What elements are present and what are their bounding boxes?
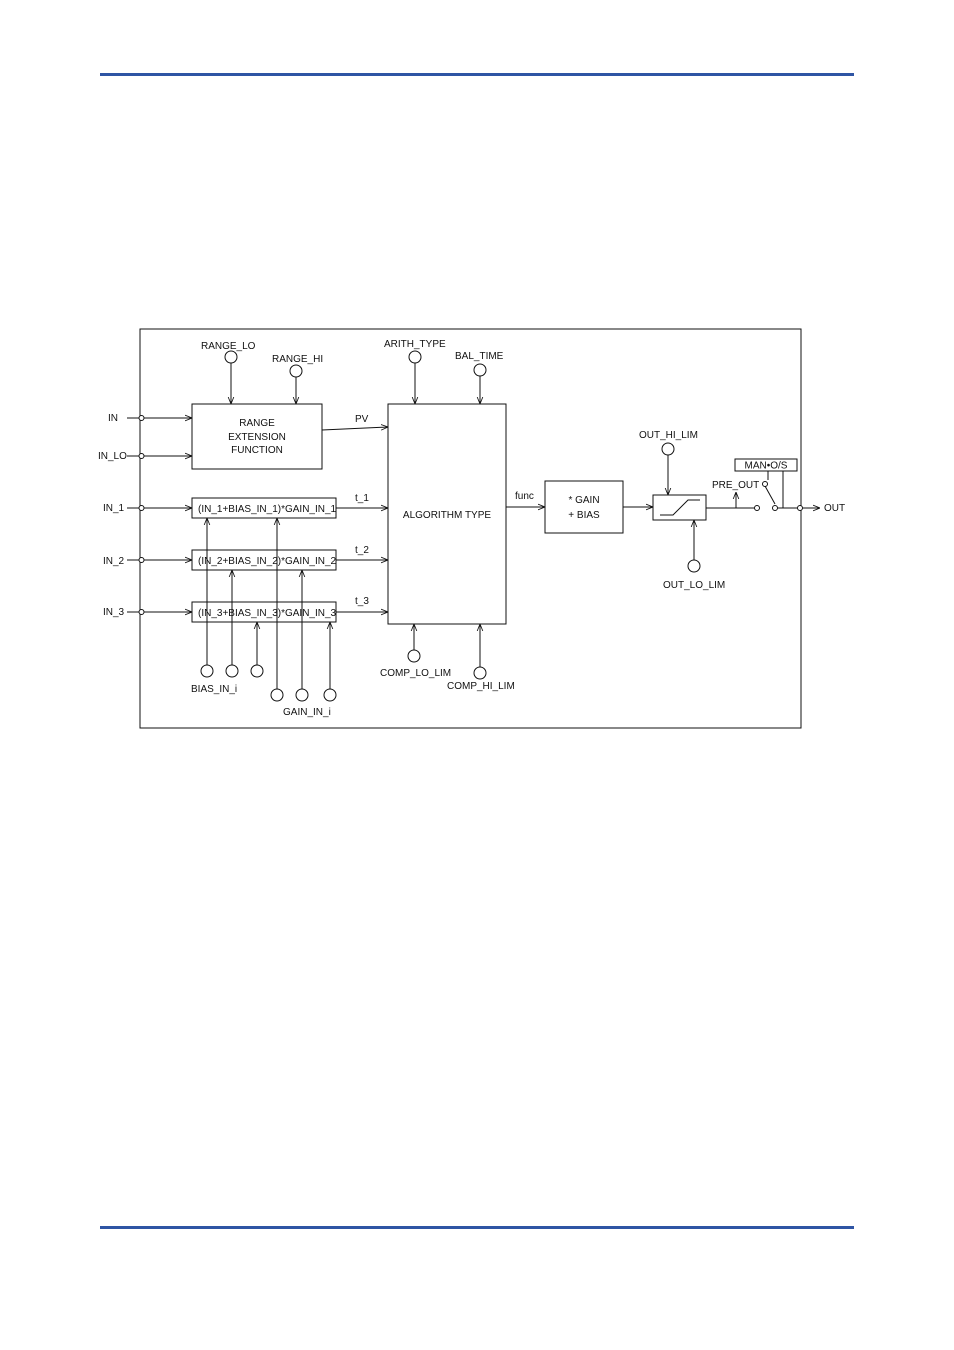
diagram-frame [139,328,802,729]
svg-text:GAIN_IN_i: GAIN_IN_i [283,707,331,718]
svg-text:OUT: OUT [824,503,845,514]
param-out-lo-lim: OUT_LO_LIM [663,520,725,591]
svg-text:PV: PV [355,414,369,425]
svg-text:RANGE: RANGE [239,418,275,429]
signal-t-2: t_2 [336,545,388,560]
input-in: IN [108,413,192,424]
svg-text:COMP_LO_LIM: COMP_LO_LIM [380,668,451,679]
output-limiter [652,494,707,521]
svg-text:ALGORITHM TYPE: ALGORITHM TYPE [403,510,491,521]
input-in-1: IN_1 [103,503,192,514]
input-in-lo: IN_LO [98,451,192,462]
compensation-row-3: (IN_3+BIAS_IN_3)*GAIN_IN_3 [191,601,337,623]
pv-signal: PV [321,414,388,431]
svg-text:EXTENSION: EXTENSION [228,432,286,443]
gain-parameters: GAIN_IN_i [270,518,337,718]
pre-out-signal: PRE_OUT [706,480,760,511]
output-out: OUT [803,503,845,514]
input-label-in-1: IN_1 [103,503,125,514]
svg-text:(IN_2+BIAS_IN_2)*GAIN_IN_2: (IN_2+BIAS_IN_2)*GAIN_IN_2 [198,556,337,567]
svg-text:OUT_LO_LIM: OUT_LO_LIM [663,580,725,591]
svg-text:BIAS_IN_i: BIAS_IN_i [191,684,237,695]
svg-text:(IN_3+BIAS_IN_3)*GAIN_IN_3: (IN_3+BIAS_IN_3)*GAIN_IN_3 [198,608,337,619]
svg-text:t_1: t_1 [355,493,369,504]
gain-bias-block: * GAIN + BIAS [544,480,624,534]
top-rule [100,73,854,76]
bias-gain-connectors [206,518,233,602]
input-label-in-lo: IN_LO [98,451,127,462]
svg-text:RANGE_LO: RANGE_LO [201,341,256,352]
param-bal-time: BAL_TIME [455,351,504,404]
compensation-row-2: (IN_2+BIAS_IN_2)*GAIN_IN_2 [191,549,337,571]
signal-t-1: t_1 [336,493,388,508]
param-range-hi: RANGE_HI [272,354,323,404]
svg-text:(IN_1+BIAS_IN_1)*GAIN_IN_1: (IN_1+BIAS_IN_1)*GAIN_IN_1 [198,504,337,515]
mode-switch: MAN•O/S [734,458,803,511]
svg-text:ARITH_TYPE: ARITH_TYPE [384,339,446,350]
param-range-lo: RANGE_LO [201,341,256,404]
svg-text:COMP_HI_LIM: COMP_HI_LIM [447,681,515,692]
svg-text:t_3: t_3 [355,596,369,607]
svg-text:PRE_OUT: PRE_OUT [712,480,759,491]
input-in-2: IN_2 [103,556,192,567]
range-extension-block: RANGE EXTENSION FUNCTION [191,403,323,470]
svg-text:* GAIN: * GAIN [568,495,599,506]
svg-text:+ BIAS: + BIAS [568,510,600,521]
param-comp-lo-lim: COMP_LO_LIM [380,624,451,679]
input-label-in: IN [108,413,118,424]
input-in-3: IN_3 [103,607,192,618]
compensation-row-1: (IN_1+BIAS_IN_1)*GAIN_IN_1 [191,497,337,519]
svg-text:OUT_HI_LIM: OUT_HI_LIM [639,430,698,441]
input-label-in-3: IN_3 [103,607,125,618]
svg-text:BAL_TIME: BAL_TIME [455,351,504,362]
param-out-hi-lim: OUT_HI_LIM [639,430,698,495]
algorithm-block: ALGORITHM TYPE [387,403,507,625]
param-arith-type: ARITH_TYPE [384,339,446,404]
svg-text:FUNCTION: FUNCTION [231,445,283,456]
param-comp-hi-lim: COMP_HI_LIM [447,624,515,692]
input-label-in-2: IN_2 [103,556,125,567]
bottom-rule [100,1226,854,1229]
svg-text:RANGE_HI: RANGE_HI [272,354,323,365]
svg-text:MAN•O/S: MAN•O/S [745,461,788,472]
func-signal: func [506,491,545,507]
signal-t-3: t_3 [336,596,388,612]
svg-text:t_2: t_2 [355,545,369,556]
svg-text:func: func [515,491,534,502]
